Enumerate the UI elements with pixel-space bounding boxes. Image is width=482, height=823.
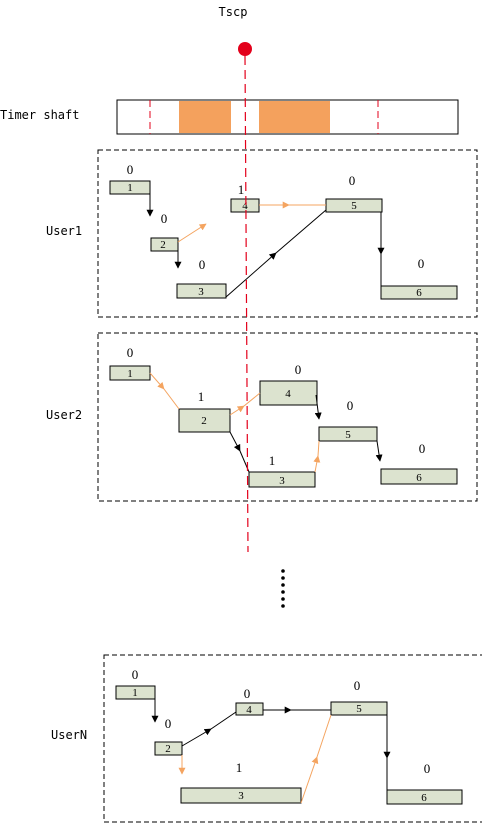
task-box-label: 5 bbox=[356, 703, 362, 715]
task-box-label: 6 bbox=[416, 287, 422, 299]
tscp-marker bbox=[238, 42, 252, 56]
task-value: 0 bbox=[354, 678, 361, 693]
task-box bbox=[386, 789, 463, 805]
timer-shaft bbox=[116, 99, 459, 135]
user2-flow: 1 2 3 4 5 6 0 1 1 0 0 0 bbox=[109, 345, 458, 488]
task-value: 1 bbox=[238, 182, 245, 197]
user1-container bbox=[97, 149, 478, 318]
task-value: 0 bbox=[419, 441, 426, 456]
task-box-label: 6 bbox=[416, 472, 422, 484]
task-box bbox=[380, 468, 458, 485]
flow-arrow bbox=[229, 431, 241, 452]
ellipsis-dots bbox=[281, 569, 285, 608]
task-box-label: 3 bbox=[198, 286, 204, 298]
flow-line-orange bbox=[316, 714, 332, 758]
flow-line bbox=[210, 711, 237, 730]
task-box-label: 2 bbox=[160, 239, 166, 251]
timer-segment-active-1 bbox=[179, 101, 231, 133]
task-box bbox=[154, 741, 183, 756]
group-name-user2: User2 bbox=[46, 408, 82, 422]
task-box bbox=[259, 380, 318, 406]
tscp-dashed-line bbox=[244, 55, 249, 553]
usern-flow: 1 2 3 4 5 6 0 0 1 0 0 0 bbox=[115, 667, 463, 805]
tscp-label: Tscp bbox=[219, 5, 248, 19]
flow-arrow-orange bbox=[300, 756, 319, 804]
task-box bbox=[235, 702, 264, 716]
user2-container bbox=[97, 332, 478, 502]
flow-arrow bbox=[181, 728, 212, 747]
task-value: 0 bbox=[199, 257, 206, 272]
task-box bbox=[176, 283, 227, 299]
task-value: 0 bbox=[424, 761, 431, 776]
timer-shaft-label: Timer shaft bbox=[0, 108, 79, 122]
flow-arrow-orange bbox=[229, 405, 245, 416]
usern-container bbox=[103, 654, 482, 823]
group-name-user1: User1 bbox=[46, 224, 82, 238]
flow-line-orange bbox=[243, 392, 261, 407]
task-box-label: 1 bbox=[127, 368, 133, 380]
group-name-usern: UserN bbox=[51, 728, 87, 742]
task-box-label: 1 bbox=[127, 182, 133, 194]
task-box-label: 4 bbox=[246, 704, 252, 716]
task-box-label: 4 bbox=[285, 388, 291, 400]
task-value: 1 bbox=[236, 760, 243, 775]
task-box bbox=[178, 408, 231, 433]
task-value: 0 bbox=[161, 211, 168, 226]
task-box-label: 2 bbox=[165, 743, 171, 755]
timer-segment-active-2 bbox=[259, 101, 330, 133]
task-box bbox=[318, 426, 378, 442]
task-value: 0 bbox=[127, 345, 134, 360]
task-box-label: 5 bbox=[351, 200, 357, 212]
task-value: 0 bbox=[418, 256, 425, 271]
task-box-label: 2 bbox=[201, 415, 207, 427]
task-box-label: 3 bbox=[279, 475, 285, 487]
task-value: 0 bbox=[244, 686, 251, 701]
task-box bbox=[330, 701, 388, 716]
task-value: 0 bbox=[165, 716, 172, 731]
flow-arrow bbox=[375, 440, 383, 462]
task-value: 0 bbox=[132, 667, 139, 682]
task-box bbox=[248, 471, 316, 488]
task-value: 0 bbox=[295, 362, 302, 377]
task-value: 1 bbox=[269, 453, 276, 468]
flow-line-orange bbox=[163, 388, 180, 410]
task-value: 0 bbox=[127, 162, 134, 177]
task-box-label: 4 bbox=[242, 200, 248, 212]
flow-line bbox=[275, 209, 327, 254]
flow-arrow-orange bbox=[149, 372, 165, 390]
task-box bbox=[380, 285, 458, 300]
task-value: 1 bbox=[198, 389, 205, 404]
task-box bbox=[150, 237, 179, 252]
task-box bbox=[109, 180, 151, 195]
task-box-label: 5 bbox=[345, 429, 351, 441]
flow-line-orange bbox=[317, 440, 320, 457]
task-box bbox=[180, 787, 302, 804]
flow-arrow bbox=[314, 394, 322, 420]
user1-flow: 1 2 3 4 5 6 0 0 0 1 0 0 bbox=[109, 162, 458, 300]
task-value: 0 bbox=[347, 398, 354, 413]
task-box-label: 1 bbox=[132, 687, 138, 699]
task-box-label: 3 bbox=[238, 790, 244, 802]
task-value: 0 bbox=[349, 173, 356, 188]
flow-arrow-orange bbox=[177, 223, 207, 243]
flow-arrow bbox=[225, 252, 277, 298]
task-box bbox=[115, 685, 156, 700]
task-box-label: 6 bbox=[421, 792, 427, 804]
flow-arrow-orange bbox=[313, 455, 321, 473]
